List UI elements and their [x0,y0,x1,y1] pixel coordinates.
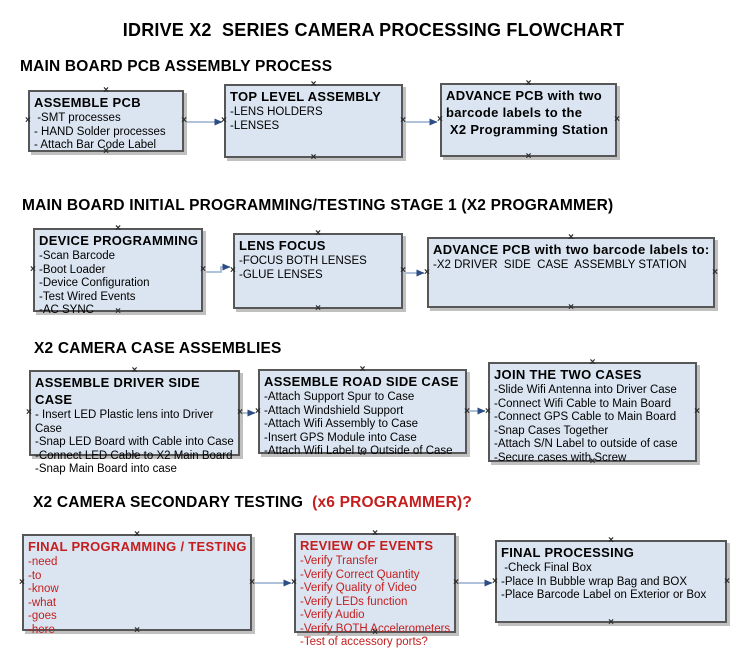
anchor-x-icon: × [181,115,187,126]
anchor-x-icon: × [525,151,532,162]
anchor-x-icon: × [291,577,297,588]
box-title: LENS FOCUS [239,238,326,253]
anchor-x-icon: × [424,266,430,278]
anchor-x-icon: × [315,228,321,239]
anchor-x-icon: × [134,625,140,636]
anchor-x-icon: × [230,265,236,276]
anchor-x-icon: × [453,577,459,588]
box-body: -FOCUS BOTH LENSES -GLUE LENSES [239,255,367,281]
anchor-x-icon: × [19,576,25,588]
anchor-x-icon: × [134,529,140,540]
section-header-pcb-assembly: MAIN BOARD PCB ASSEMBLY PROCESS [20,58,333,75]
anchor-x-icon: × [131,365,138,376]
flow-box-join-the-two-cases: JOIN THE TWO CASES -Slide Wifi Antenna i… [485,358,700,467]
flow-box-top-level-assembly: TOP LEVEL ASSEMBLY -LENS HOLDERS -LENSES… [221,80,406,163]
anchor-x-icon: × [359,448,366,459]
box-body: -Slide Wifi Antenna into Driver Case -Co… [494,384,678,464]
flow-box-advance-to-driver-station: ADVANCE PCB with two barcode labels to: … [424,233,718,313]
anchor-x-icon: × [568,302,574,313]
box-title: ASSEMBLE PCB [34,95,141,110]
anchor-x-icon: × [255,405,261,417]
anchor-x-icon: × [310,79,317,90]
box-title: FINAL PROCESSING [501,545,635,560]
anchor-x-icon: × [26,407,32,418]
box-title: ADVANCE PCB with two barcode labels to t… [446,88,609,137]
flow-box-review-of-events: REVIEW OF EVENTS -Verify Transfer -Verif… [291,529,459,649]
connector-arrow [206,263,231,273]
anchor-x-icon: × [694,406,700,417]
anchor-x-icon: × [568,232,574,243]
anchor-x-icon: × [359,364,366,375]
anchor-x-icon: × [400,265,406,276]
anchor-x-icon: × [315,303,321,314]
anchor-x-icon: × [103,85,109,96]
flow-box-assemble-driver-side-case: ASSEMBLE DRIVER SIDE CASE - Insert LED P… [26,366,243,476]
anchor-x-icon: × [200,264,206,275]
anchor-x-icon: × [372,528,378,539]
anchor-x-icon: × [589,456,596,467]
box-title: ASSEMBLE DRIVER SIDE CASE [35,375,204,407]
anchor-x-icon: × [485,406,491,417]
section-header-secondary-black: X2 CAMERA SECONDARY TESTING [33,494,313,511]
box-body: -Check Final Box -Place In Bubble wrap B… [501,562,707,601]
anchor-x-icon: × [237,407,243,418]
anchor-x-icon: × [115,223,121,234]
anchor-x-icon: × [437,114,443,125]
box-body: -need -to -know -what -goes -here [28,556,59,636]
anchor-x-icon: × [712,266,718,278]
section-header-case-assemblies: X2 CAMERA CASE ASSEMBLIES [34,340,282,357]
section-header-secondary-red: (x6 PROGRAMMER)? [312,494,473,511]
page-title: IDRIVE X2 SERIES CAMERA PROCESSING FLOWC… [122,20,625,40]
anchor-x-icon: × [589,357,596,368]
anchor-x-icon: × [115,306,121,317]
box-title: DEVICE PROGRAMMING [39,233,199,248]
section-header-initial-programming: MAIN BOARD INITIAL PROGRAMMING/TESTING S… [22,197,614,214]
box-body: - Insert LED Plastic lens into Driver Ca… [35,409,234,475]
flow-box-lens-focus: LENS FOCUS -FOCUS BOTH LENSES -GLUE LENS… [230,229,406,314]
anchor-x-icon: × [464,405,470,417]
box-body: -Scan Barcode -Boot Loader -Device Confi… [39,250,150,316]
anchor-x-icon: × [221,115,227,126]
anchor-x-icon: × [608,617,614,628]
box-title: FINAL PROGRAMMING / TESTING [28,539,247,554]
box-title: ASSEMBLE ROAD SIDE CASE [264,374,459,389]
anchor-x-icon: × [103,146,109,157]
box-body: -Attach Support Spur to Case -Attach Win… [264,391,453,457]
anchor-x-icon: × [724,575,730,587]
flow-box-device-programming: DEVICE PROGRAMMING -Scan Barcode -Boot L… [30,224,206,317]
anchor-x-icon: × [400,115,406,126]
flow-box-final-programming-testing: FINAL PROGRAMMING / TESTING -need -to -k… [19,530,255,636]
anchor-x-icon: × [310,152,317,163]
anchor-x-icon: × [30,264,36,275]
section-header-secondary-testing: X2 CAMERA SECONDARY TESTING (x6 PROGRAMM… [33,494,472,512]
flow-box-assemble-road-side-case: ASSEMBLE ROAD SIDE CASE -Attach Support … [255,365,470,459]
box-title: ADVANCE PCB with two barcode labels to: [433,242,710,257]
flow-box-assemble-pcb: ASSEMBLE PCB -SMT processes - HAND Solde… [25,86,187,157]
box-body: -LENS HOLDERS -LENSES [230,106,323,132]
box-body: -SMT processes - HAND Solder processes -… [34,112,166,151]
anchor-x-icon: × [249,576,255,588]
anchor-x-icon: × [608,535,614,546]
anchor-x-icon: × [614,114,620,125]
flow-box-final-processing: FINAL PROCESSING -Check Final Box -Place… [492,536,730,628]
anchor-x-icon: × [25,115,31,126]
anchor-x-icon: × [525,78,532,89]
anchor-x-icon: × [131,450,138,461]
box-body: -Verify Transfer -Verify Correct Quantit… [300,555,451,648]
box-title: TOP LEVEL ASSEMBLY [230,89,382,104]
anchor-x-icon: × [372,627,378,638]
box-title: JOIN THE TWO CASES [494,367,642,382]
anchor-x-icon: × [492,575,498,587]
flow-box-advance-to-programming-station: ADVANCE PCB with two barcode labels to t… [437,79,620,162]
box-title: REVIEW OF EVENTS [300,538,434,553]
box-body: -X2 DRIVER SIDE CASE ASSEMBLY STATION [433,259,687,271]
